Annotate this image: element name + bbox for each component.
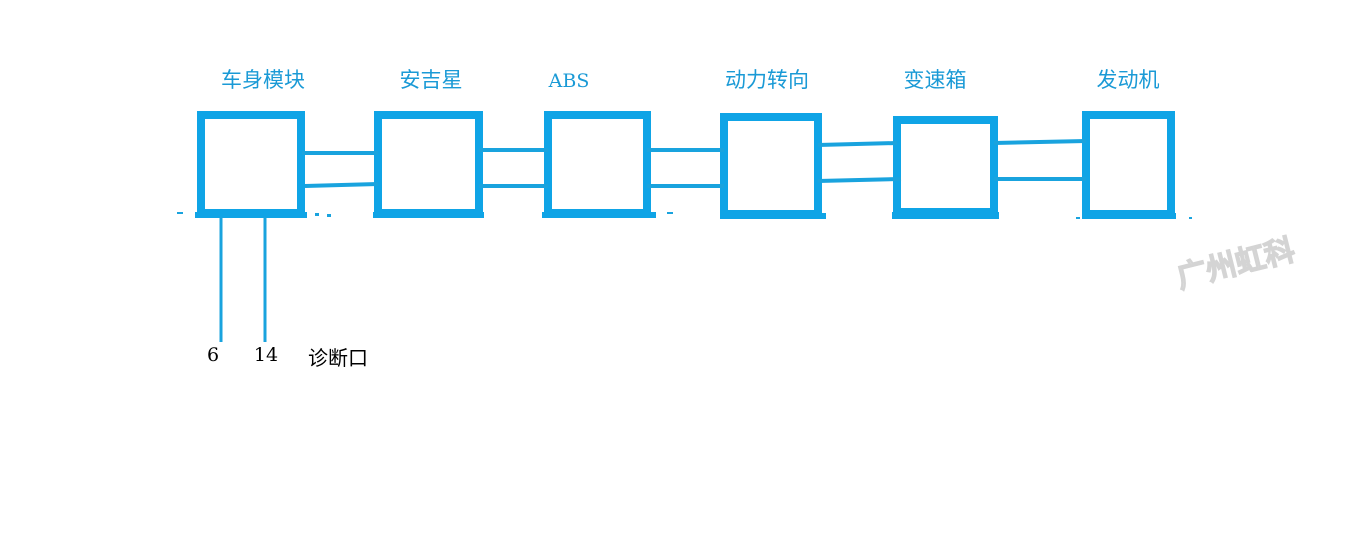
bus-lines [302,139,1087,188]
tick-mark [1189,217,1192,219]
bus-line-high-transmission-engine [993,139,1087,145]
diagnostic-wires [219,217,267,342]
tick-mark [315,213,319,216]
tick-mark [1076,217,1080,219]
diagnostic-pin-14-label: 14 [254,344,278,366]
module-base-transmission [892,212,999,219]
module-label-steering: 动力转向 [725,68,809,92]
module-box-steering [720,113,822,218]
tick-mark [177,212,183,214]
module-base-steering [720,213,826,219]
module-box-onstar [374,111,483,217]
module-box-transmission [893,116,998,216]
module-label-abs: ABS [548,70,590,92]
module-base-onstar [373,212,484,218]
diagnostic-labels: 6 14 诊断口 [207,344,368,370]
module-label-body: 车身模块 [221,68,305,92]
module-label-engine: 发动机 [1097,68,1160,92]
bus-line-low-steering-transmission [817,177,902,183]
bus-line-high-steering-transmission [817,141,898,147]
tick-mark [667,212,673,214]
module-boxes [197,111,1175,218]
module-labels: 车身模块 安吉星 ABS 动力转向 变速箱 发动机 [221,68,1160,92]
base-tick-marks [177,212,1192,219]
watermark: 广州虹科 [1173,233,1298,296]
bus-line-low-body-onstar [304,182,379,188]
module-base-abs [542,212,656,218]
tick-mark [327,214,331,217]
diagnostic-port-label: 诊断口 [308,346,368,370]
module-base-engine [1082,213,1176,219]
module-base-bars [195,212,1176,219]
module-label-onstar: 安吉星 [400,68,463,92]
module-label-transmission: 变速箱 [904,68,967,92]
module-base-body [195,212,307,218]
module-box-engine [1082,111,1175,218]
diagnostic-pin-6-label: 6 [207,344,219,366]
module-box-abs [544,111,651,217]
module-box-body [197,111,305,217]
